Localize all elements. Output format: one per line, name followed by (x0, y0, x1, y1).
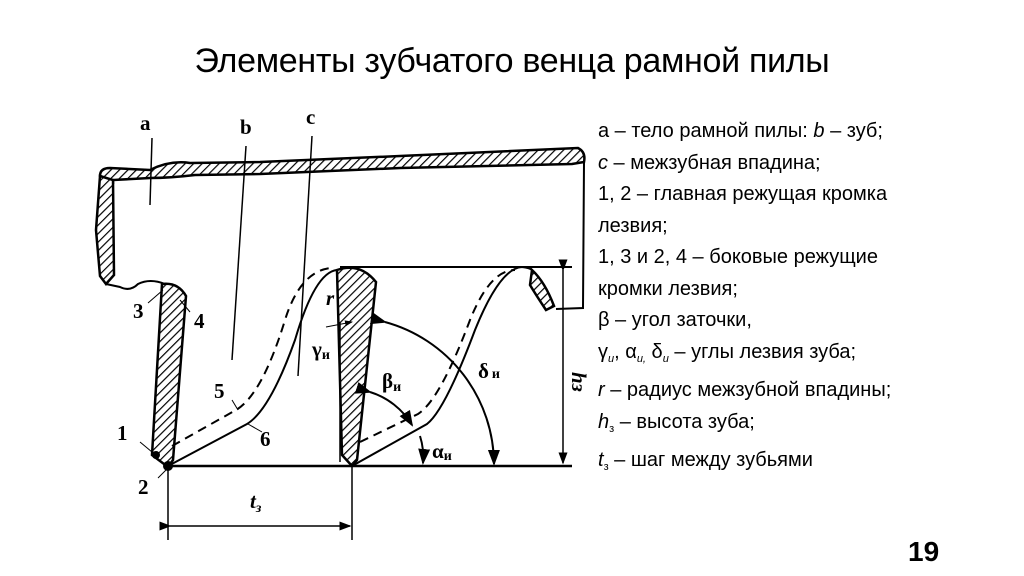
label-3: 3 (133, 299, 144, 323)
label-beta: βи (382, 369, 401, 395)
alpha-angle-arc (418, 435, 431, 465)
tooth-2-edge (335, 266, 378, 468)
legend-line: а – тело рамной пилы: b – зуб; (598, 120, 883, 142)
legend-line: лезвия; (598, 214, 668, 237)
tooth-1-edge (150, 282, 188, 469)
label-b: b (240, 115, 252, 139)
saw-body-left-band (94, 174, 116, 286)
saw-body-right-edge (555, 161, 585, 310)
label-alpha: αи (432, 439, 452, 464)
delta-angle-arc (369, 312, 500, 466)
label-t: tз (250, 489, 262, 516)
label-gamma: γи (311, 337, 330, 363)
legend-line: кромки лезвия; (598, 277, 738, 300)
tooth-3-edge (528, 267, 556, 312)
legend-line: γи, αи, δи – углы лезвия зуба; (598, 340, 857, 365)
legend-line: 1, 3 и 2, 4 – боковые режущие (598, 246, 878, 268)
label-5: 5 (214, 379, 225, 403)
label-6: 6 (260, 427, 271, 451)
label-2: 2 (138, 475, 149, 499)
slide-title: Элементы зубчатого венца рамной пилы (194, 42, 830, 80)
legend-line: β – угол заточки, (598, 309, 752, 331)
legend-line: 1, 2 – главная режущая кромка (598, 183, 888, 205)
label-1: 1 (117, 421, 128, 445)
label-r: r (326, 286, 335, 310)
legend-line: hз – высота зуба; (598, 410, 755, 435)
label-c: c (306, 105, 315, 129)
saw-body-top-band (98, 146, 586, 184)
legend-line: tз – шаг между зубьями (598, 449, 813, 473)
legend-line: r – радиус межзубной впадины; (598, 379, 892, 401)
label-a: a (140, 111, 151, 135)
page-number: 19 (908, 536, 940, 567)
legend-text: а – тело рамной пилы: b – зуб; c – межзу… (598, 116, 1008, 484)
label-h: hз (567, 372, 591, 392)
beta-angle-arc (354, 382, 414, 427)
label-4: 4 (194, 309, 205, 333)
legend-line: c – межзубная впадина; (598, 151, 821, 174)
